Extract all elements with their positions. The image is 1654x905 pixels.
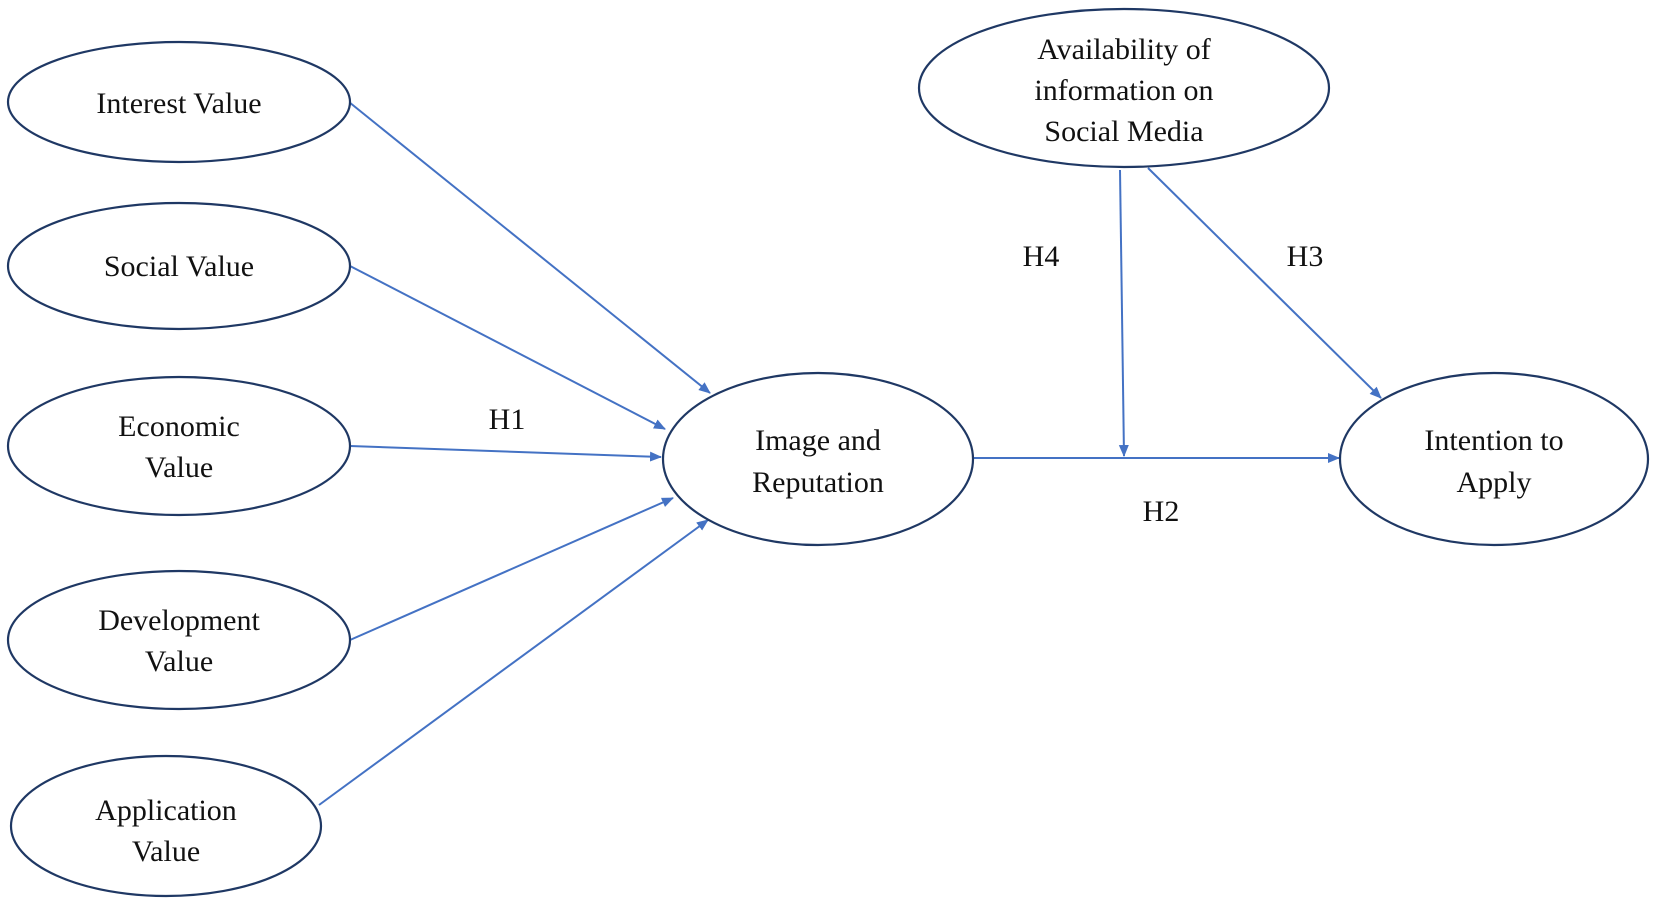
node-availability-line-1: Availability of <box>1037 33 1211 66</box>
label-h4: H4 <box>1023 240 1060 273</box>
node-application-value-line-2: Value <box>132 835 200 868</box>
nodes: Interest Value Social Value Economic Val… <box>6 7 1650 898</box>
node-availability-line-2: information on <box>1034 74 1213 107</box>
node-availability-line-3: Social Media <box>1044 115 1203 148</box>
node-development-value: Development Value <box>6 569 352 711</box>
label-h3: H3 <box>1287 240 1324 273</box>
node-interest-value: Interest Value <box>6 40 352 164</box>
edge-labels: H1 H2 H3 H4 <box>489 240 1324 528</box>
node-application-value: Application Value <box>9 754 323 898</box>
edge-interest-to-image <box>348 101 711 394</box>
edge-application-to-image <box>318 519 709 806</box>
node-image-reputation-line-2: Reputation <box>752 466 884 499</box>
node-interest-value-line-1: Interest Value <box>96 87 261 120</box>
node-image-reputation-line-1: Image and <box>755 424 881 457</box>
edge-availability-to-intention <box>1147 167 1382 399</box>
node-application-value-line-1: Application <box>95 794 237 827</box>
edge-social-to-image <box>349 265 666 430</box>
label-h1: H1 <box>489 403 526 436</box>
node-image-reputation: Image and Reputation <box>661 371 975 547</box>
node-development-value-line-2: Value <box>145 645 213 678</box>
label-h2: H2 <box>1143 495 1180 528</box>
node-availability-social-media: Availability of information on Social Me… <box>917 7 1331 169</box>
node-development-value-line-1: Development <box>98 604 260 637</box>
node-social-value-line-1: Social Value <box>104 250 254 283</box>
edge-development-to-image <box>349 497 674 641</box>
edge-availability-to-path <box>1118 169 1129 457</box>
node-economic-value-line-1: Economic <box>118 410 240 443</box>
edges <box>318 101 1382 806</box>
node-intention-line-1: Intention to <box>1424 424 1563 457</box>
node-economic-value: Economic Value <box>6 375 352 517</box>
node-intention-line-2: Apply <box>1457 466 1532 499</box>
node-social-value: Social Value <box>6 201 352 331</box>
node-intention-to-apply: Intention to Apply <box>1338 371 1650 547</box>
edge-economic-to-image <box>349 445 662 462</box>
node-economic-value-line-2: Value <box>145 451 213 484</box>
